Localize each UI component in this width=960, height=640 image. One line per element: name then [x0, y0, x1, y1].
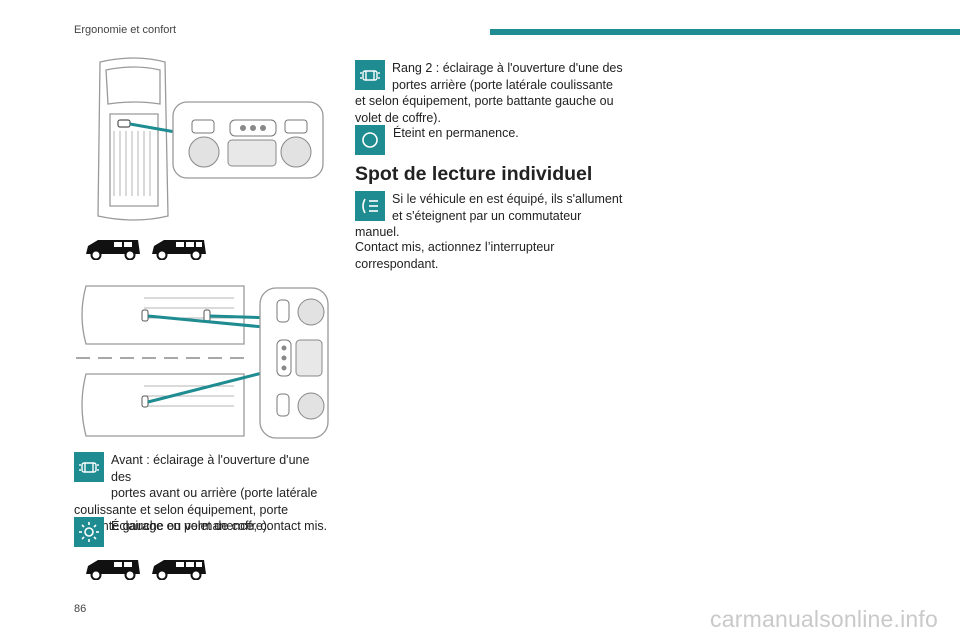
car-silhouette-icon	[86, 240, 140, 260]
avant-rest: coulissante et selon équipement, porte b…	[74, 502, 289, 534]
spot-line-2: et s'éteignent par un commutateur	[392, 208, 582, 223]
rang2-rest: et selon équipement, porte battante gauc…	[355, 94, 614, 125]
avant-line-1: Avant : éclairage à l'ouverture d'une de…	[111, 453, 310, 484]
door-open-light-icon	[74, 452, 104, 482]
page-section-title: Ergonomie et confort	[74, 24, 177, 36]
header-accent-bar	[490, 29, 960, 35]
car-silhouette-icon	[152, 560, 206, 580]
van-top-view-ceiling-light-illustration	[97, 57, 324, 221]
section-title: Spot de lecture individuel	[355, 163, 593, 185]
spot-description: Si le véhicule en est équipé, ils s'allu…	[355, 191, 630, 241]
door-open-light-icon	[355, 60, 385, 90]
spot-line-1: Si le véhicule en est équipé, ils s'allu…	[392, 192, 623, 206]
circle-off-icon	[355, 125, 385, 155]
two-vans-ceiling-light-illustration	[76, 285, 329, 439]
page-number: 86	[74, 603, 87, 615]
car-silhouette-icon	[152, 240, 206, 260]
rang2-line-1: Rang 2 : éclairage à l'ouverture d'une d…	[392, 61, 623, 75]
car-silhouette-icon	[86, 560, 140, 580]
permanent-description: Éclairage en permanence, contact mis.	[111, 519, 328, 533]
avant-line-2: portes avant ou arrière (porte latérale	[111, 486, 318, 500]
rang2-line-2: portes arrière (porte latérale coulissan…	[392, 77, 613, 92]
spot-instruction: Contact mis, actionnez l’interrupteur co…	[355, 240, 555, 271]
reading-light-icon	[355, 191, 385, 221]
spot-rest: manuel.	[355, 225, 400, 239]
off-description: Éteint en permanence.	[393, 126, 519, 140]
avant-description: Avant : éclairage à l'ouverture d'une de…	[74, 452, 332, 535]
rang2-description: Rang 2 : éclairage à l'ouverture d'une d…	[355, 60, 625, 126]
sun-light-icon	[74, 517, 104, 547]
watermark: carmanualsonline.info	[710, 606, 938, 632]
